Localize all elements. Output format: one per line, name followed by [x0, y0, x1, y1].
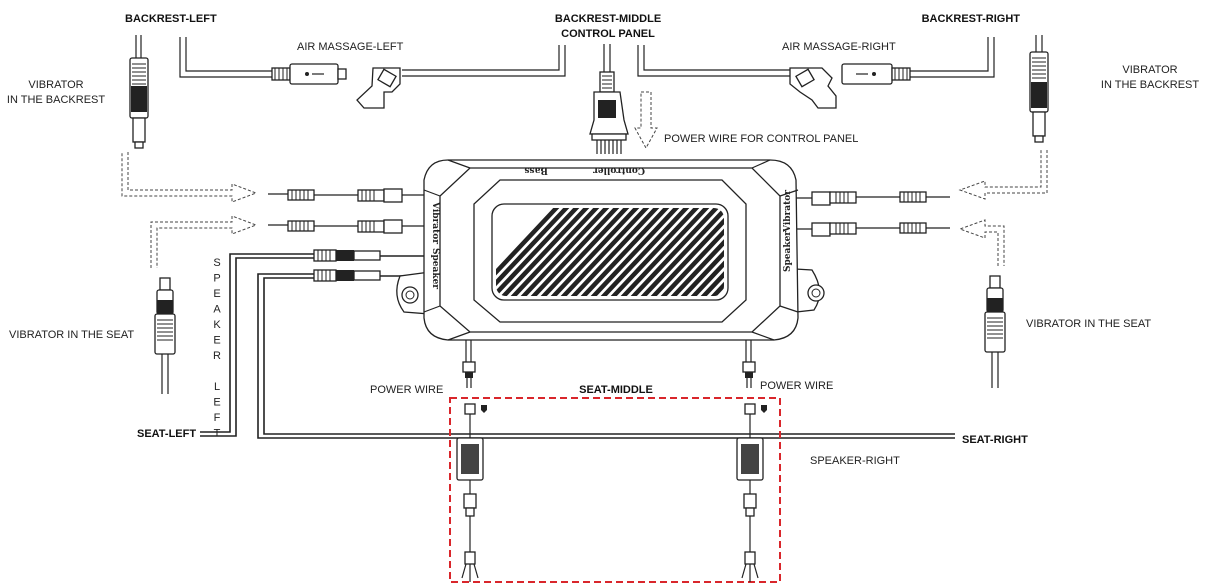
air-massage-right-connector — [637, 37, 995, 109]
unit-label-speaker-right: Speaker — [783, 231, 793, 272]
label-control-panel: CONTROL PANEL — [561, 28, 655, 40]
power-wire-left — [462, 340, 476, 388]
grille-slat — [688, 208, 724, 296]
unit-label-vibrator-left: Vibrator — [430, 201, 440, 244]
speaker-left-letter: F — [214, 412, 221, 424]
grille-slat — [608, 208, 702, 296]
power-wire-right — [742, 340, 756, 388]
grille-slat — [648, 208, 724, 296]
label-air-massage-left: AIR MASSAGE-LEFT — [297, 41, 404, 53]
label-speaker-right: SPEAKER-RIGHT — [810, 455, 900, 467]
grille-slat — [598, 208, 692, 296]
speaker-left-letter: L — [214, 381, 220, 393]
speaker-left-letter: T — [214, 428, 221, 440]
label-power-wire-left: POWER WIRE — [370, 384, 443, 396]
power-adapter-right — [736, 403, 767, 582]
label-vibrator-backrest-right-2: IN THE BACKREST — [1101, 79, 1199, 91]
label-backrest-left: BACKREST-LEFT — [125, 13, 217, 25]
speaker-left-letter: R — [213, 350, 221, 362]
backrest-right-vibrator-connector — [1029, 35, 1049, 143]
speaker-left-letter: S — [213, 257, 220, 269]
seat-middle-highlight-box — [449, 397, 781, 583]
label-power-wire-right: POWER WIRE — [760, 380, 833, 392]
backrest-left-vibrator-connector — [129, 35, 149, 149]
grille-slat — [508, 208, 602, 296]
speaker-left-letter: E — [213, 288, 220, 300]
grille-slat — [578, 208, 672, 296]
speaker-left-letter: K — [213, 319, 221, 331]
unit-label-speaker-left: Speaker — [430, 248, 440, 289]
label-vibrator-backrest-right-1: VIBRATOR — [1122, 64, 1177, 76]
unit-label-bass: Bass — [524, 165, 548, 175]
label-vibrator-seat-right: VIBRATOR IN THE SEAT — [1026, 318, 1151, 330]
grille-slat — [496, 208, 582, 296]
dashed-arrow-seat-right — [958, 219, 1005, 266]
speaker-left-letter: A — [213, 304, 221, 316]
seat-left-vibrator-connector — [154, 277, 176, 394]
grille-slat — [658, 208, 724, 296]
unit-label-vibrator-right: Vibrator — [783, 190, 793, 233]
speaker-left-letter: E — [213, 397, 220, 409]
label-vibrator-backrest-left-2: IN THE BACKREST — [7, 94, 105, 106]
power-adapter-left — [456, 403, 487, 582]
label-seat-right: SEAT-RIGHT — [962, 434, 1028, 446]
grille-slat — [638, 208, 724, 296]
grille-slat — [558, 208, 652, 296]
control-panel-connector — [589, 44, 658, 154]
grille-slat — [618, 208, 712, 296]
unit-label-controller: Controller — [593, 165, 645, 175]
left-speaker-cables — [200, 249, 955, 439]
label-vibrator-backrest-left-1: VIBRATOR — [28, 79, 83, 91]
grille-slat — [568, 208, 662, 296]
grille-slat — [678, 208, 724, 296]
grille-slat — [518, 208, 612, 296]
label-seat-left: SEAT-LEFT — [137, 428, 196, 440]
grille-slat — [548, 208, 642, 296]
label-backrest-right: BACKREST-RIGHT — [922, 13, 1021, 25]
grille-slat — [496, 208, 562, 296]
label-seat-middle: SEAT-MIDDLE — [579, 384, 653, 396]
dashed-arrow-backrest-right — [958, 150, 1048, 200]
controller-unit: Bass Controller Vibrator Speaker Speaker… — [396, 159, 825, 341]
grille-slat — [498, 208, 592, 296]
air-massage-left-connector — [179, 37, 566, 109]
dashed-arrow-backrest-left — [121, 152, 258, 203]
grille-slat — [538, 208, 632, 296]
grille-slat — [496, 208, 572, 296]
speaker-left-letter: E — [213, 335, 220, 347]
label-power-wire-control-panel: POWER WIRE FOR CONTROL PANEL — [664, 133, 858, 145]
label-backrest-middle: BACKREST-MIDDLE — [555, 13, 661, 25]
dashed-arrow-seat-left — [150, 215, 258, 268]
label-vibrator-seat-left: VIBRATOR IN THE SEAT — [9, 329, 134, 341]
speaker-left-letter: P — [213, 273, 220, 285]
label-air-massage-right: AIR MASSAGE-RIGHT — [782, 41, 896, 53]
grille-slat — [668, 208, 724, 296]
grille-slat — [698, 208, 724, 296]
seat-right-vibrator-connector — [984, 275, 1006, 388]
grille-slat — [588, 208, 682, 296]
grille-slat — [528, 208, 622, 296]
right-vibrator-cables — [776, 191, 950, 237]
grille-slat — [628, 208, 722, 296]
left-vibrator-cables — [268, 188, 432, 234]
